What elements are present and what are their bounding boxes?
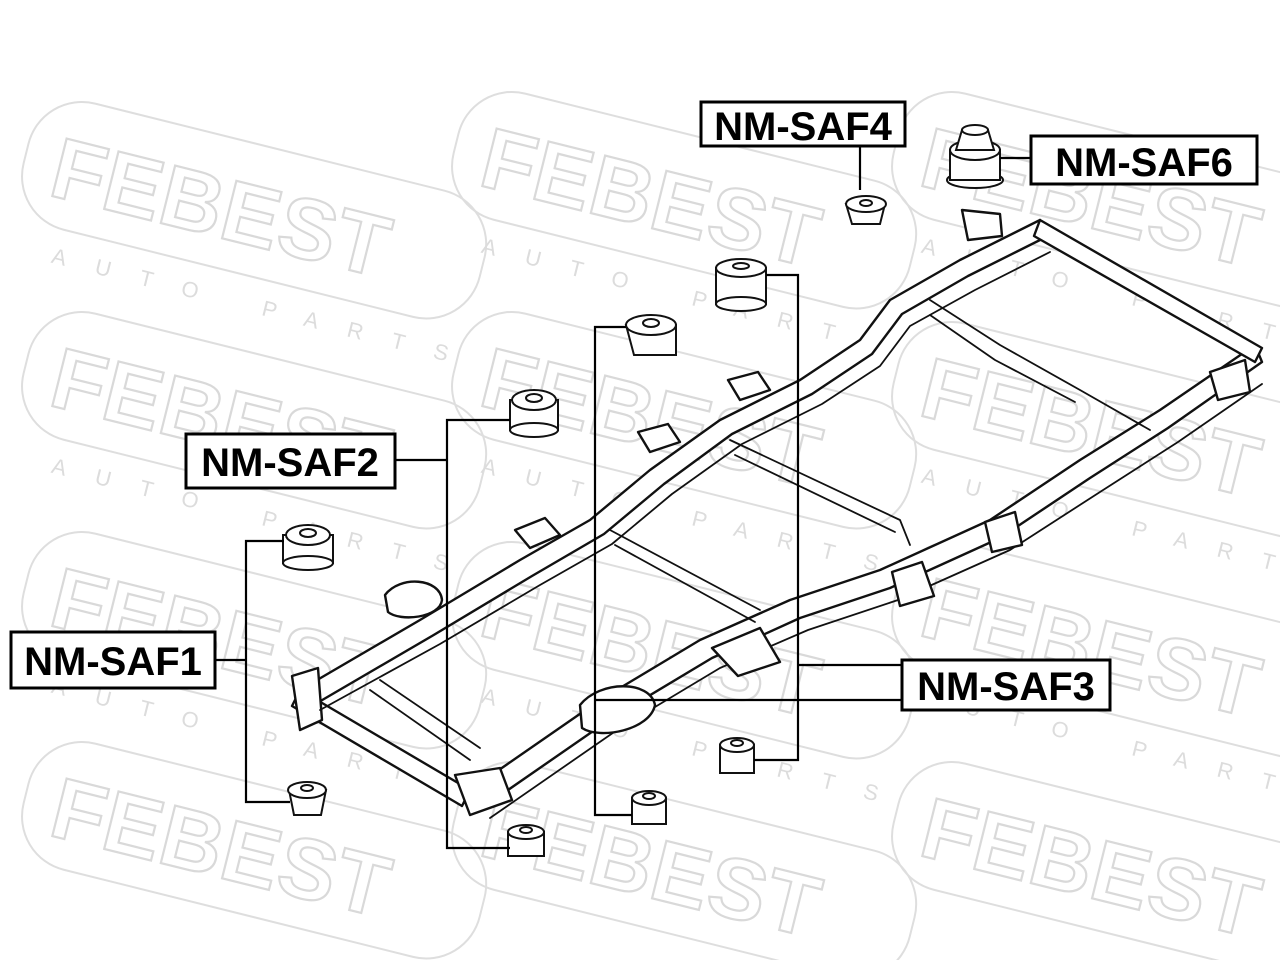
frame-crossmember-2 — [609, 529, 761, 623]
bushing-saf4 — [844, 195, 887, 225]
mount-bracket-6 — [983, 510, 1024, 554]
leader-saf2 — [395, 418, 510, 850]
mount-bracket-1 — [513, 516, 562, 550]
bushing-saf6 — [946, 124, 1004, 189]
watermark-3: FEBEST AUTO PARTS — [891, 90, 1280, 363]
bushing-saf3-mid — [624, 314, 677, 356]
bushings — [282, 124, 1004, 857]
leader-lines — [215, 145, 1030, 850]
mount-bracket-3 — [726, 370, 772, 402]
bushing-saf3-upper — [715, 258, 767, 312]
label-nm-saf2-text: NM-SAF2 — [201, 441, 379, 485]
bushing-saf3-lower-a — [719, 737, 755, 774]
frame-crossmember-4 — [929, 299, 1151, 431]
mount-bracket-4 — [710, 626, 782, 678]
label-nm-saf6: NM-SAF6 — [1029, 134, 1259, 186]
leader-saf3-outer — [754, 273, 902, 762]
frame-rear-bracket-left — [290, 666, 324, 732]
frame-rear-lobe — [383, 580, 444, 619]
bushing-saf2-upper — [509, 389, 559, 438]
label-nm-saf2: NM-SAF2 — [184, 432, 397, 490]
label-nm-saf1-text: NM-SAF1 — [24, 640, 202, 684]
leader-saf1 — [215, 539, 290, 804]
frame-mid-lobe — [578, 685, 657, 735]
frame-front-crossmember — [1032, 218, 1264, 364]
bushing-saf1-lower — [287, 781, 328, 816]
mount-bracket-5 — [890, 560, 936, 608]
chassis-frame — [290, 208, 1264, 819]
label-nm-saf4-text: NM-SAF4 — [714, 105, 893, 149]
frame-crossmember-3 — [729, 439, 911, 546]
label-nm-saf6-text: NM-SAF6 — [1055, 141, 1233, 185]
frame-rail-right — [468, 343, 1264, 810]
mount-bracket-8 — [960, 208, 1004, 242]
frame-rail-left-inner — [319, 251, 1051, 711]
watermark-1: FEBEST AUTO PARTS — [21, 100, 488, 373]
part-labels: NM-SAF4 NM-SAF6 NM-SAF2 NM-SAF1 NM-SAF3 — [9, 100, 1259, 712]
frame-crossmember-1 — [369, 679, 481, 761]
label-nm-saf1: NM-SAF1 — [9, 630, 217, 690]
bushing-saf1-upper — [282, 524, 334, 571]
frame-rear-bracket-right — [453, 766, 514, 817]
bushing-saf3-lower-b — [631, 790, 667, 825]
bushing-saf2-lower — [507, 824, 545, 857]
mount-bracket-7 — [1208, 358, 1252, 402]
label-nm-saf3: NM-SAF3 — [900, 658, 1112, 712]
leader-saf3-inner — [593, 325, 902, 817]
mount-bracket-2 — [636, 422, 682, 454]
label-nm-saf3-text: NM-SAF3 — [917, 665, 1095, 709]
label-nm-saf4: NM-SAF4 — [699, 100, 907, 149]
